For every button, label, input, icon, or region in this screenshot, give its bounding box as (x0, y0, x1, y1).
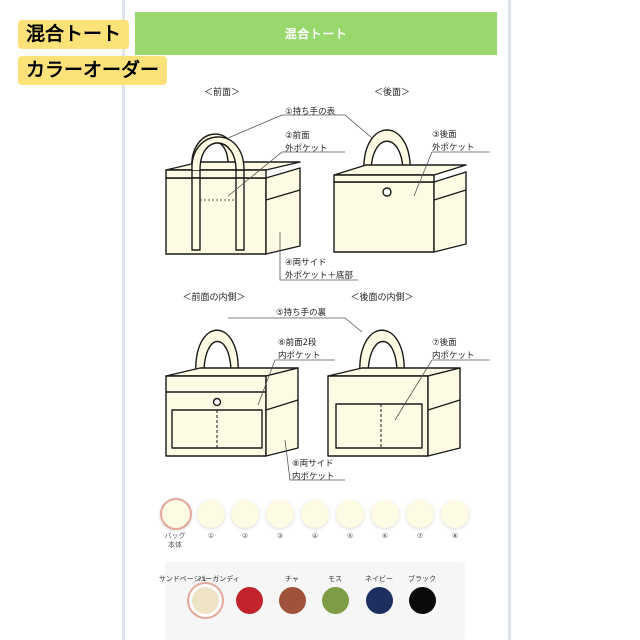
callout-6-line2: 内ポケット (278, 350, 321, 361)
part-swatch-3[interactable] (266, 500, 294, 528)
part-label-5: ⑤ (346, 532, 354, 540)
part-label-8: ⑧ (451, 532, 459, 540)
color-swatch-moss[interactable] (322, 587, 349, 614)
color-swatch-black[interactable] (409, 587, 436, 614)
callout-8-line2: 内ポケット (292, 471, 335, 482)
left-rail (122, 0, 125, 640)
callout-7-line2: 内ポケット (432, 350, 475, 361)
page-title: 混合トート (284, 27, 348, 41)
part-swatch-7[interactable] (406, 500, 434, 528)
part-label-1: ① (207, 532, 215, 540)
color-label-moss: モス (328, 575, 342, 583)
callout-1: ①持ち手の表 (285, 106, 336, 117)
part-swatch-2[interactable] (231, 500, 259, 528)
right-rail (508, 0, 511, 640)
part-label-2: ② (241, 532, 249, 540)
callout-7-line1: ⑦後面 (432, 337, 457, 348)
callout-3-line2: 外ポケット (432, 142, 475, 153)
color-label-brown: チャ (285, 575, 299, 583)
color-swatch-navy[interactable] (366, 587, 393, 614)
left-margin (0, 0, 122, 640)
callout-2-line2: 外ポケット (285, 143, 328, 154)
callout-8-line1: ⑧両サイド (292, 459, 334, 469)
part-swatch-4[interactable] (301, 500, 329, 528)
callout-5: ⑤持ち手の裏 (276, 307, 327, 318)
color-label-sand-beige: サンドベージュ (158, 575, 208, 583)
view-label-front: ＜前面＞ (204, 86, 240, 98)
part-label-6: ⑥ (381, 532, 389, 540)
color-swatch-brown[interactable] (279, 587, 306, 614)
color-swatch-burgundy[interactable] (236, 587, 263, 614)
color-palette: サンドベージュ バーガンディ チャ モス ネイビー ブラック (159, 562, 465, 640)
color-swatch-sand-beige[interactable] (192, 587, 219, 614)
view-label-front-inner: ＜前面の内側＞ (182, 291, 245, 303)
part-label-body: バッグ本体 (164, 532, 186, 549)
bag-back-inner (327, 329, 461, 457)
bag-back (333, 129, 467, 253)
part-label-7: ⑦ (416, 532, 424, 540)
bag-front-inner (165, 329, 299, 457)
page-header: 混合トート (135, 12, 497, 55)
view-label-back-inner: ＜後面の内側＞ (350, 291, 413, 303)
color-label-black: ブラック (408, 575, 436, 583)
part-label-4: ④ (311, 532, 319, 540)
leader-lines (227, 114, 490, 481)
part-swatch-body[interactable] (160, 498, 192, 530)
color-label-navy: ネイビー (365, 575, 393, 583)
part-swatch-1[interactable] (197, 500, 225, 528)
callout-3-line1: ③後面 (432, 129, 457, 140)
callout-4-line1: ④両サイド (285, 258, 327, 268)
title-tag-mixed-tote: 混合トート (18, 20, 130, 49)
view-label-back: ＜後面＞ (374, 86, 410, 98)
bag-front (165, 133, 301, 255)
callout-6-line1: ⑥前面2段 (278, 337, 317, 348)
part-swatch-5[interactable] (336, 500, 364, 528)
callout-4-line2: 外ポケット＋底部 (285, 270, 354, 281)
part-swatch-6[interactable] (371, 500, 399, 528)
part-selector: バッグ本体 ① ② ③ ④ ⑤ ⑥ ⑦ ⑧ (0, 498, 640, 558)
callout-2-line1: ②前面 (285, 130, 310, 141)
color-label-burgundy: バーガンディ (198, 575, 240, 583)
part-label-3: ③ (276, 532, 284, 540)
title-tag-color-order: カラーオーダー (18, 56, 168, 85)
content-column (125, 0, 508, 640)
part-swatch-8[interactable] (441, 500, 469, 528)
